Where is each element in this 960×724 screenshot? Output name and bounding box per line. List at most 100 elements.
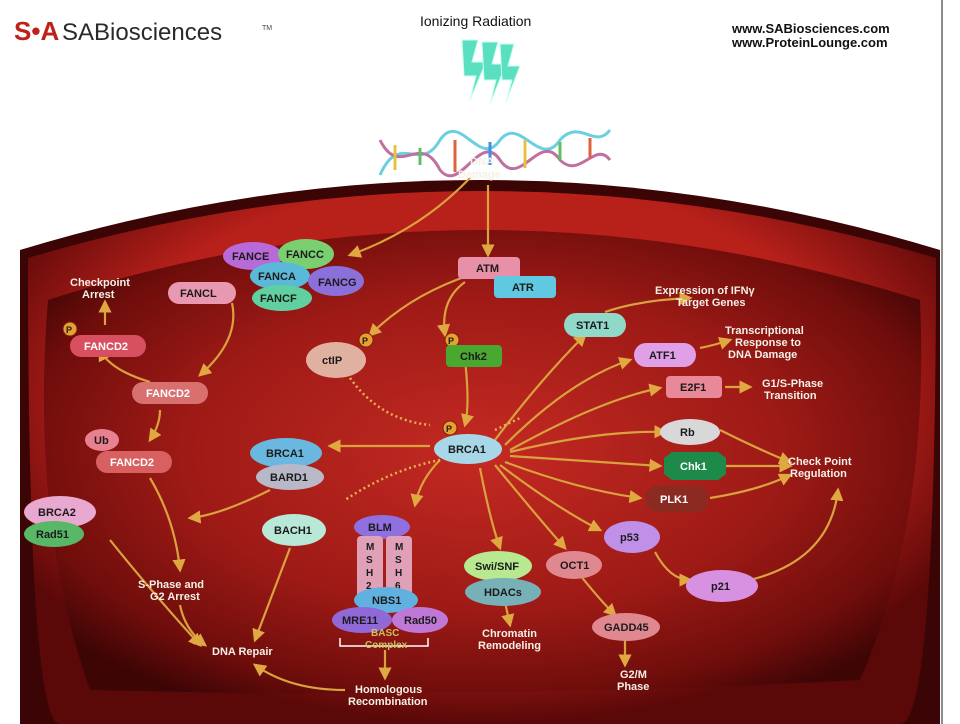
node-hdacs-label: HDACs xyxy=(484,587,522,599)
node-swisnf-label: Swi/SNF xyxy=(475,561,519,573)
brca1-targets: STAT1 ATF1 E2F1 Rb Chk1 PLK1 p53 p21 xyxy=(564,313,758,602)
bach1: BACH1 xyxy=(262,514,326,546)
url-sabiosciences[interactable]: www.SABiosciences.com xyxy=(731,21,890,36)
outcome-labels: DNA Damage Checkpoint Arrest Expression … xyxy=(70,156,852,708)
basc-label-1: BASC xyxy=(371,628,399,639)
svg-text:6: 6 xyxy=(395,581,401,592)
node-msh2 xyxy=(357,536,383,602)
label-dna-repair: DNA Repair xyxy=(212,646,273,658)
node-atf1 xyxy=(634,343,696,367)
node-e2f1 xyxy=(666,376,722,398)
node-fancc-label: FANCC xyxy=(286,249,324,261)
node-rb-label: Rb xyxy=(680,427,695,439)
node-fancd2-p-label: FANCD2 xyxy=(84,341,128,353)
node-atm xyxy=(458,257,520,279)
label-tx-3: DNA Damage xyxy=(728,349,797,361)
node-fancd2-ub xyxy=(96,451,172,473)
label-chromatin-1: Chromatin xyxy=(482,628,537,640)
svg-text:2: 2 xyxy=(366,581,372,592)
label-dna-damage-2: Damage xyxy=(458,169,501,181)
node-blm xyxy=(354,515,410,539)
node-atr-label: ATR xyxy=(512,282,534,294)
node-rad51 xyxy=(24,521,84,547)
node-plk1-label: PLK1 xyxy=(660,494,688,506)
dna-strand-icon xyxy=(378,129,612,178)
lightning-icon xyxy=(461,39,521,105)
node-hdacs xyxy=(465,578,541,606)
label-sphase-1: S-Phase and xyxy=(138,579,204,591)
label-homrec-2: Recombination xyxy=(348,696,428,708)
node-fancd2-mid xyxy=(132,382,208,404)
svg-text:P: P xyxy=(446,424,452,434)
node-chk1 xyxy=(664,452,726,480)
logo: S•A SABiosciences TM xyxy=(14,16,272,46)
node-rb xyxy=(660,419,720,445)
label-g1s-1: G1/S-Phase xyxy=(762,378,823,390)
basc-complex: BLM M S H 2 M S H 6 NBS1 MRE11 Rad50 BAS… xyxy=(332,515,448,651)
node-fancg xyxy=(308,266,364,296)
node-ub-label: Ub xyxy=(94,435,109,447)
node-atf1-label: ATF1 xyxy=(649,350,676,362)
label-homrec-1: Homologous xyxy=(355,684,422,696)
url-proteinlounge[interactable]: www.ProteinLounge.com xyxy=(731,35,888,50)
node-chk1-label: Chk1 xyxy=(680,461,707,473)
label-checkpoint-arrest-1: Checkpoint xyxy=(70,277,130,289)
node-bach1-label: BACH1 xyxy=(274,525,312,537)
node-gadd45 xyxy=(592,613,660,641)
brca2-rad51: BRCA2 Rad51 xyxy=(24,496,96,547)
label-cpr-1: Check Point xyxy=(788,456,852,468)
svg-text:P: P xyxy=(448,336,454,346)
fanconi-complex: FANCE FANCC FANCA FANCG FANCL FANCF xyxy=(168,239,364,311)
svg-text:S: S xyxy=(395,555,402,566)
node-brca1-left xyxy=(250,438,322,468)
svg-text:H: H xyxy=(395,568,402,579)
node-brca2 xyxy=(24,496,96,528)
phospho-icon xyxy=(358,332,374,348)
label-ifn-2: Target Genes xyxy=(676,297,746,309)
phospho-icon xyxy=(442,420,458,436)
phospho-icon xyxy=(62,321,78,337)
node-ctip xyxy=(306,342,366,378)
node-oct1 xyxy=(546,551,602,579)
label-dna-damage-1: DNA xyxy=(470,156,494,168)
node-mre11 xyxy=(332,607,392,633)
node-swisnf xyxy=(464,551,532,581)
node-rad50-label: Rad50 xyxy=(404,615,437,627)
node-fancd2-mid-label: FANCD2 xyxy=(146,388,190,400)
node-bard1-label: BARD1 xyxy=(270,472,308,484)
node-fancg-label: FANCG xyxy=(318,277,357,289)
label-tx-2: Response to xyxy=(735,337,801,349)
brca1-bard1: BRCA1 BARD1 xyxy=(250,438,324,490)
phospho-label: P xyxy=(66,325,72,335)
node-atr xyxy=(494,276,556,298)
node-p53 xyxy=(604,521,660,553)
oct1-gadd45: OCT1 GADD45 xyxy=(546,551,660,641)
node-rad51-label: Rad51 xyxy=(36,529,69,541)
node-fancd2-p xyxy=(70,335,146,357)
label-checkpoint-arrest-2: Arrest xyxy=(82,289,115,301)
fancd2-group: P FANCD2 FANCD2 Ub FANCD2 xyxy=(62,321,208,473)
label-chromatin-2: Remodeling xyxy=(478,640,541,652)
label-ifn-1: Expression of IFNγ xyxy=(655,285,756,297)
label-g2m-1: G2/M xyxy=(620,669,647,681)
node-bard1 xyxy=(256,464,324,490)
node-e2f1-label: E2F1 xyxy=(680,382,706,394)
label-g2m-2: Phase xyxy=(617,681,649,693)
basc-bracket xyxy=(339,638,429,647)
logo-tm: TM xyxy=(262,25,272,32)
node-rad50 xyxy=(392,607,448,633)
node-ub xyxy=(85,429,119,451)
node-fance xyxy=(223,242,283,270)
node-p21-label: p21 xyxy=(711,581,730,593)
page-title: Ionizing Radiation xyxy=(420,13,531,29)
node-chk2-label: Chk2 xyxy=(460,351,487,363)
brca1-hub: P BRCA1 xyxy=(434,420,502,464)
node-chk2 xyxy=(446,345,502,367)
node-stat1-label: STAT1 xyxy=(576,320,609,332)
node-brca2-label: BRCA2 xyxy=(38,507,76,519)
label-cpr-2: Regulation xyxy=(790,468,847,480)
node-fance-label: FANCE xyxy=(232,251,269,263)
node-nbs1-label: NBS1 xyxy=(372,595,401,607)
node-blm-label: BLM xyxy=(368,522,392,534)
